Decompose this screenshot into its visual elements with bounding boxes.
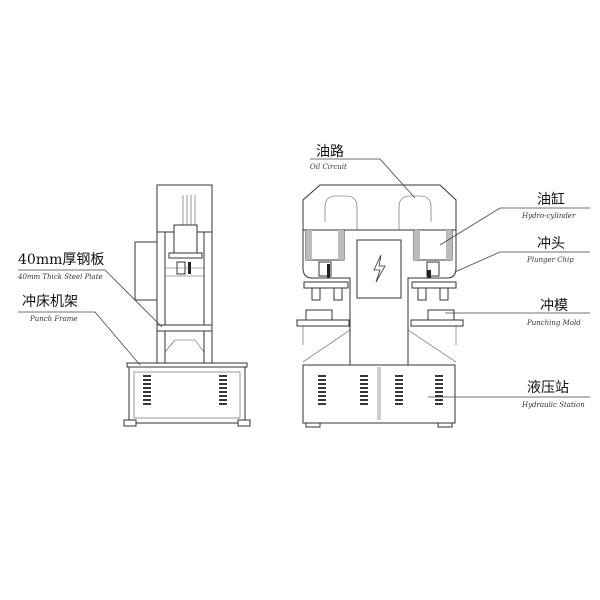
label-hydraulic-station-en: Hydraulic Station (521, 401, 585, 409)
electric-box (356, 239, 402, 299)
leader-lines (18, 158, 590, 398)
label-punch-frame-en: Punch Frame (29, 315, 78, 323)
label-oil-circuit-zh: 油路 (316, 144, 344, 160)
label-oil-circuit-en: Oil Circuit (310, 163, 347, 171)
label-hydro-cylinder-en: Hydro-cylinder (521, 212, 576, 220)
label-hydraulic-station-zh: 液压站 (527, 380, 569, 396)
label-steel-plate-zh: 40mm厚钢板 (18, 252, 104, 268)
cylinder (173, 224, 198, 254)
cylinder-left (305, 229, 345, 261)
label-hydro-cylinder-zh: 油缸 (537, 191, 565, 208)
frame-column-right (203, 231, 213, 366)
label-punch-frame-zh: 冲床机架 (22, 294, 78, 310)
side-plate (134, 241, 158, 301)
label-punching-mold-en: Punching Mold (526, 319, 581, 327)
machine-head (302, 184, 457, 231)
label-punching-mold-zh: 冲模 (540, 298, 568, 314)
label-steel-plate-en: 40mm Thick Steel Plate (17, 273, 103, 281)
steel-plate (156, 324, 213, 332)
label-plunger-chip-en: Plunger Chip (526, 256, 574, 264)
label-plunger-chip-zh: 冲头 (537, 236, 565, 252)
lightning-icon (373, 254, 386, 283)
top-box (156, 184, 213, 233)
cylinder-right (413, 229, 453, 261)
front-view-machine (296, 184, 464, 428)
frame-column-left (156, 231, 166, 366)
hydraulic-station-cabinet (302, 364, 456, 424)
side-view-machine (123, 184, 251, 427)
